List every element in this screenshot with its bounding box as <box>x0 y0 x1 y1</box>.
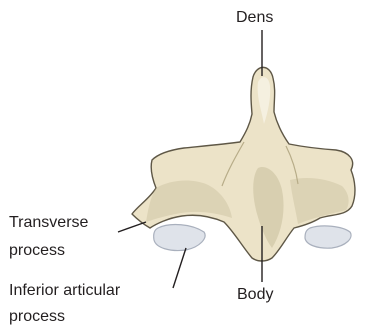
right-inferior-articular-facet <box>305 226 351 248</box>
body-label: Body <box>237 285 273 304</box>
transverse-process-leader-line <box>118 222 146 232</box>
dens-label: Dens <box>236 8 273 27</box>
inferior-articular-process-label-line-1: Inferior articular <box>9 281 120 300</box>
transverse-process-label-line-2: process <box>9 241 65 260</box>
left-inferior-articular-facet <box>154 225 205 251</box>
inferior-articular-process-label-line-2: process <box>9 307 65 326</box>
transverse-process-label-line-1: Transverse <box>9 213 88 232</box>
inferior-articular-process-leader-line <box>173 248 186 288</box>
